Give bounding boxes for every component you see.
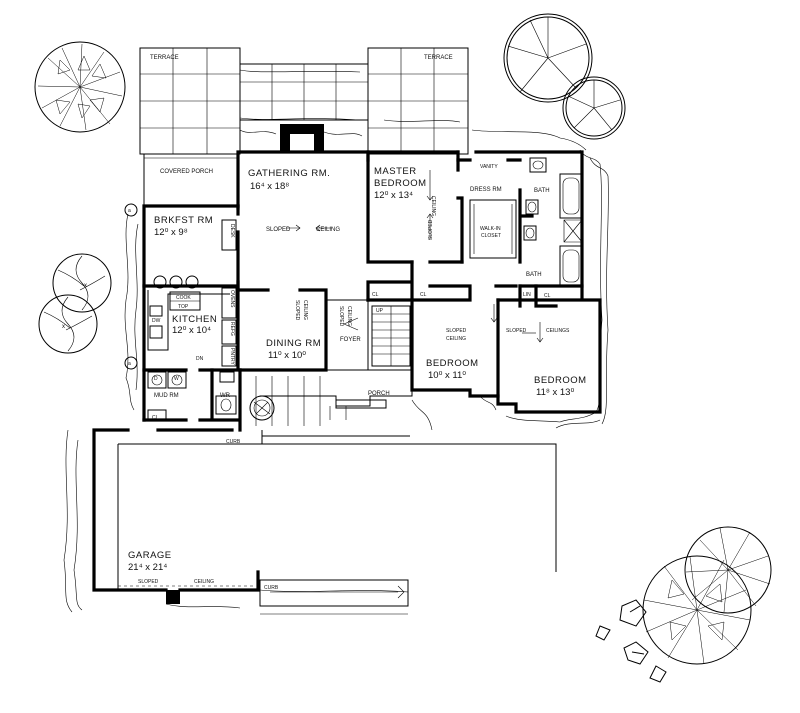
garage-sloped: SLOPED xyxy=(138,579,159,585)
dining-room-name: DINING RM xyxy=(266,338,321,349)
closet-4-label: CL xyxy=(152,415,159,421)
room-labels: GATHERING RM. 16⁴ x 18⁸ SLOPED CEILING M… xyxy=(128,164,587,591)
tree-top-right-1 xyxy=(503,13,593,103)
tree-top-right-2 xyxy=(562,76,626,140)
bedroom2-ceiling: CEILING xyxy=(446,336,466,342)
stair-down-label: DN xyxy=(196,356,204,362)
tree-top-left xyxy=(34,41,126,133)
hedges xyxy=(63,63,609,615)
tree-bottom-right-small xyxy=(684,526,772,614)
walkin-closet-label-2: CLOSET xyxy=(481,233,501,239)
master-ceiling: CEILING xyxy=(430,196,436,216)
foyer-sloped: SLOPED xyxy=(338,306,344,327)
bath-1-label: BATH xyxy=(534,188,550,194)
mud-room-label: MUD RM xyxy=(154,393,179,399)
walls xyxy=(142,124,602,432)
garage-ceiling: CEILING xyxy=(194,579,214,585)
gathering-sloped: SLOPED xyxy=(266,227,291,233)
gathering-room-name: GATHERING RM. xyxy=(248,168,330,179)
ovens-label: OVENS xyxy=(229,290,235,308)
tree-left-lower: x xyxy=(38,294,98,354)
tree-left-upper: x xyxy=(52,253,112,313)
terrace-left-label: TERRACE xyxy=(150,55,179,61)
covered-porch-label: COVERED PORCH xyxy=(160,169,213,175)
top-label: TOP xyxy=(178,304,189,310)
dining-ceiling: CEILING xyxy=(302,300,308,320)
covered-porch xyxy=(143,153,239,207)
master-sloped: SLOPED xyxy=(428,219,434,240)
refg-label: REFG xyxy=(229,322,235,336)
curb-label-2: CURB xyxy=(264,585,279,591)
foyer-label: FOYER xyxy=(340,337,361,343)
terrace-right xyxy=(367,47,469,155)
kitchen-dim: 12⁰ x 10⁴ xyxy=(172,325,211,336)
garage-name: GARAGE xyxy=(128,550,172,561)
bedroom3-sloped: SLOPED xyxy=(506,328,527,334)
master-bedroom-name-1: MASTER xyxy=(374,166,417,177)
svg-text:a: a xyxy=(128,361,131,367)
garage xyxy=(92,428,557,607)
desk-label: DESK xyxy=(229,224,235,238)
cook-label: COOK xyxy=(176,295,191,301)
terrace-left xyxy=(139,47,241,155)
garage-dim: 21⁴ x 21⁴ xyxy=(128,562,167,573)
kitchen-name: KITCHEN xyxy=(172,314,217,325)
gathering-room-dim: 16⁴ x 18⁸ xyxy=(250,181,289,192)
svg-text:x: x xyxy=(84,283,87,289)
washer-label: W xyxy=(174,376,179,382)
bedroom3-dim: 11⁸ x 13⁰ xyxy=(536,387,574,398)
closet-2-label: CL xyxy=(420,292,427,298)
svg-text:a: a xyxy=(128,208,131,214)
dress-room-label: DRESS RM xyxy=(470,187,502,193)
bedroom2-sloped: SLOPED xyxy=(446,328,467,334)
bath-2-label: BATH xyxy=(526,272,542,278)
shrub-small-left: a a xyxy=(124,203,138,370)
shrub-under-porch xyxy=(249,395,275,421)
ceiling-arrows xyxy=(238,170,544,343)
curb-label-1: CURB xyxy=(226,439,241,445)
breakfast-room-dim: 12⁰ x 9⁸ xyxy=(154,227,188,238)
porch-label: PORCH xyxy=(368,391,390,397)
bedroom2-name: BEDROOM xyxy=(426,358,479,369)
bedroom3-ceilings: CEILINGS xyxy=(546,328,570,334)
linen-label: LIN xyxy=(523,292,531,298)
bedroom2-dim: 10⁰ x 11⁰ xyxy=(428,370,466,381)
dishwasher-label: DW xyxy=(152,318,161,324)
wr-label: WR xyxy=(220,393,231,399)
dining-sloped: SLOPED xyxy=(294,300,300,321)
master-bedroom-name-2: BEDROOM xyxy=(374,178,427,189)
dining-room-dim: 11⁰ x 10⁰ xyxy=(268,350,306,361)
master-bedroom-dim: 12⁰ x 13⁴ xyxy=(374,190,413,201)
gathering-ceiling: CEILING xyxy=(316,227,340,233)
tree-bottom-right-large xyxy=(642,555,752,665)
vanity-label: VANITY xyxy=(480,164,498,170)
stair-up-label: UP xyxy=(376,308,384,314)
bedroom3-name: BEDROOM xyxy=(534,375,587,386)
closet-3-label: CL xyxy=(544,293,551,299)
dryer-label: D xyxy=(154,376,158,382)
walkin-closet-label-1: WALK-IN xyxy=(480,226,501,232)
breakfast-room-name: BRKFST RM xyxy=(154,215,213,226)
shrub-cluster-bottom xyxy=(595,599,667,683)
terrace-right-label: TERRACE xyxy=(424,55,453,61)
foyer-ceiling: CEILING xyxy=(346,306,352,326)
pantry-label: PNTRY xyxy=(229,348,235,366)
terrace-center xyxy=(239,63,369,121)
svg-text:x: x xyxy=(62,324,65,330)
closet-1-label: CL xyxy=(372,292,379,298)
